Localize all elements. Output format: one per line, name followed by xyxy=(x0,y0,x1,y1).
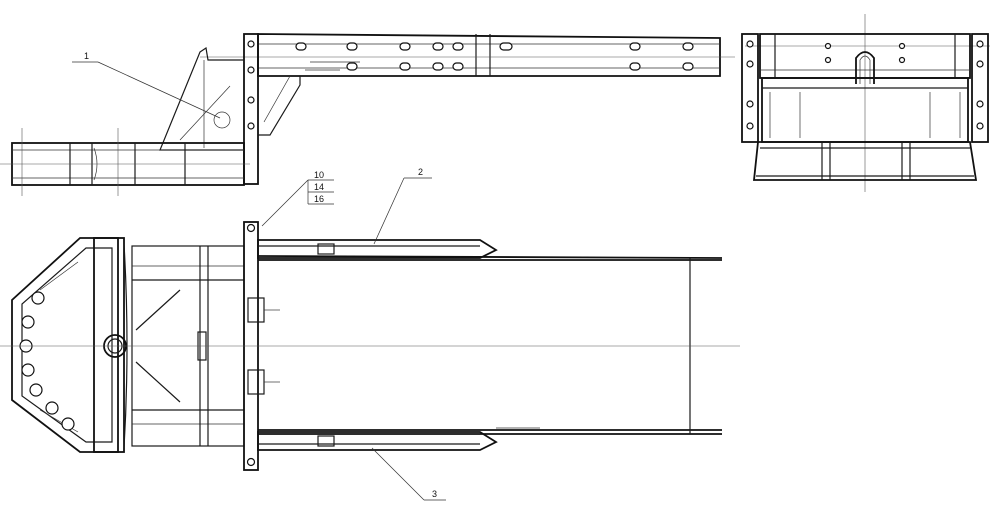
callout-10-label: 10 xyxy=(314,170,324,180)
callout-1: 1 xyxy=(72,51,221,119)
end-view xyxy=(741,14,990,192)
callout-stack: 10 14 16 xyxy=(261,170,334,227)
callout-16-label: 16 xyxy=(314,194,324,204)
callout-2: 2 xyxy=(373,167,432,245)
callout-3-label: 3 xyxy=(432,489,437,499)
plan-view xyxy=(0,221,740,471)
nose-bolt-holes xyxy=(19,291,75,431)
callout-2-label: 2 xyxy=(418,167,423,177)
callout-1-label: 1 xyxy=(84,51,89,61)
side-view xyxy=(0,33,735,196)
callout-14-label: 14 xyxy=(314,182,324,192)
callout-3: 3 xyxy=(371,447,446,501)
side-arm-slots xyxy=(295,42,694,71)
